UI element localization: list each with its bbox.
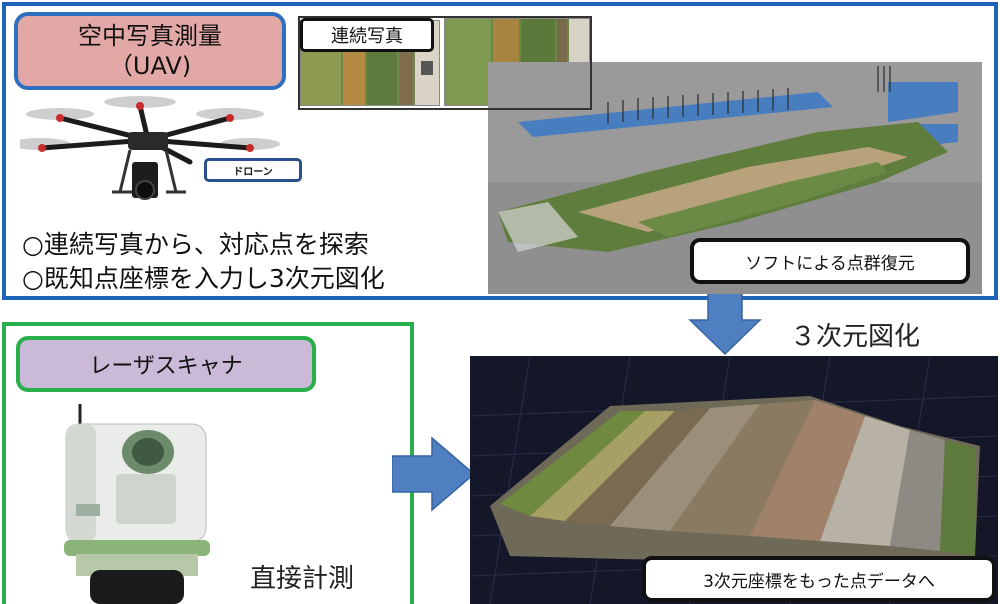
uav-title-line2: （UAV) — [108, 52, 192, 80]
drone-image — [10, 92, 280, 222]
laser-scanner-image — [56, 394, 226, 604]
uav-bullet-coordinates: ○既知点座標を入力し3次元図化 — [22, 264, 385, 293]
consecutive-photos-label: 連続写真 — [300, 18, 434, 52]
3d-plotting-label: ３次元図化 — [790, 322, 921, 352]
laser-scanner-title: レーザスキャナ — [16, 336, 316, 392]
direct-measurement-label: 直接計測 — [250, 564, 355, 594]
uav-panel — [2, 2, 998, 300]
point-cloud-restoration-label: ソフトによる点群復元 — [690, 238, 970, 284]
uav-title-box: 空中写真測量 （UAV) — [14, 12, 286, 90]
uav-title-line1: 空中写真測量 — [78, 22, 222, 50]
down-arrow-icon — [688, 289, 762, 356]
point-data-label: 3次元座標をもった点データへ — [642, 556, 996, 602]
uav-bullets: ○連続写真から、対応点を探索 ○既知点座標を入力し3次元図化 — [22, 228, 385, 296]
uav-bullet-search: ○連続写真から、対応点を探索 — [22, 230, 369, 259]
drone-label: ドローン — [204, 158, 302, 182]
right-arrow-icon — [391, 436, 476, 512]
